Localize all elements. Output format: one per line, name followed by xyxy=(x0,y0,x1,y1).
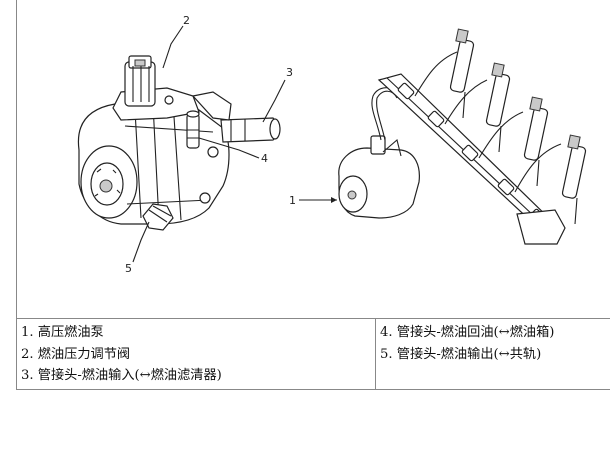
callout-2: 2 xyxy=(183,14,190,27)
high-pressure-pump-illustration xyxy=(78,56,280,230)
legend-column-left: 1. 高压燃油泵 2. 燃油压力调节阀 3. 管接头-燃油输入(↔燃油滤清器) xyxy=(17,319,375,389)
legend-table: 1. 高压燃油泵 2. 燃油压力调节阀 3. 管接头-燃油输入(↔燃油滤清器) … xyxy=(17,318,610,390)
callout-3: 3 xyxy=(286,66,293,79)
legend-column-right: 4. 管接头-燃油回油(↔燃油箱) 5. 管接头-燃油输出(↔共轨) xyxy=(375,319,610,389)
legend-item-1: 1. 高压燃油泵 xyxy=(21,322,375,344)
legend-item-4: 4. 管接头-燃油回油(↔燃油箱) xyxy=(380,322,610,344)
legend-item-2: 2. 燃油压力调节阀 xyxy=(21,344,375,366)
callout-4: 4 xyxy=(261,152,268,165)
diagram-frame: 2 3 4 5 1 xyxy=(16,0,610,390)
legend-item-5: 5. 管接头-燃油输出(↔共轨) xyxy=(380,344,610,366)
figure-area: 2 3 4 5 1 xyxy=(17,0,610,318)
callout-1: 1 xyxy=(289,194,296,207)
fuel-system-illustration xyxy=(339,29,586,244)
legend-item-3: 3. 管接头-燃油输入(↔燃油滤清器) xyxy=(21,365,375,387)
callout-5: 5 xyxy=(125,262,132,275)
